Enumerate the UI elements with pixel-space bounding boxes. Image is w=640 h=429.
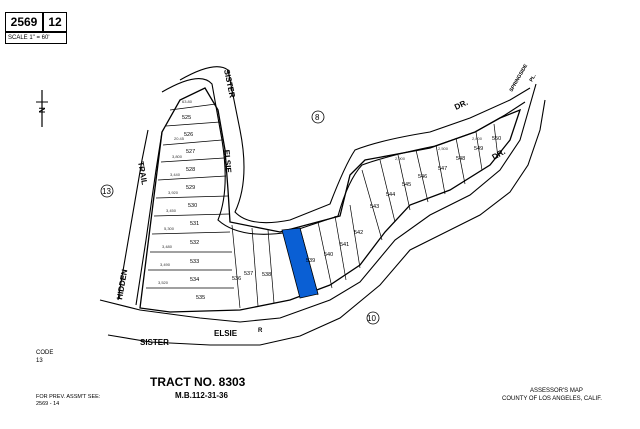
svg-text:5,300: 5,300 — [164, 226, 175, 231]
road-edge-upper — [179, 66, 531, 224]
block-8-label: 8 — [315, 113, 320, 122]
lot-538: 538 — [262, 272, 271, 278]
lot-547: 547 — [438, 166, 447, 172]
svg-text:2,500: 2,500 — [438, 146, 449, 151]
street-sister-top: SISTER — [222, 69, 237, 99]
tract-mb: M.B.112-31-36 — [175, 391, 228, 400]
street-springside-pl: PL. — [529, 73, 538, 83]
lot-531: 531 — [190, 221, 199, 227]
block-13-label: 13 — [102, 187, 111, 196]
svg-text:3,490: 3,490 — [160, 262, 171, 267]
lot-539: 539 — [306, 258, 315, 264]
street-hidden: HIDDEN — [115, 268, 129, 300]
dimension-marks: 63.80 20.45 3,800 3,440 3,920 3,450 5,30… — [158, 99, 483, 285]
prev-assmt-label: FOR PREV. ASSM'T SEE: — [36, 394, 101, 400]
svg-text:3,440: 3,440 — [170, 172, 181, 177]
street-trail: TRAIL — [136, 161, 149, 186]
street-dr-top: DR. — [453, 98, 469, 112]
lot-535: 535 — [196, 295, 205, 301]
lot-532: 532 — [190, 240, 199, 246]
lot-546: 546 — [418, 174, 427, 180]
street-sister-bottom: SISTER — [140, 338, 169, 347]
lot-545: 545 — [402, 182, 411, 188]
svg-text:63.80: 63.80 — [182, 99, 193, 104]
block-8-marker: 8 — [311, 110, 325, 124]
lot-544: 544 — [386, 192, 395, 198]
road-edge-upper-inner — [161, 78, 526, 235]
street-elsie-top: ELSIE — [222, 149, 233, 173]
lot-527: 527 — [186, 149, 195, 155]
highlighted-parcel[interactable] — [281, 227, 319, 299]
lot-lines-left — [146, 103, 234, 289]
code-value: 13 — [36, 358, 43, 364]
lot-543: 543 — [370, 204, 379, 210]
lot-541: 541 — [340, 242, 349, 248]
map-book-number: 2569 — [5, 12, 43, 32]
code-label: CODE — [36, 350, 54, 356]
lot-548: 548 — [456, 156, 465, 162]
block-10-marker: 10 — [366, 311, 380, 325]
lot-533: 533 — [190, 259, 199, 265]
block-10-label: 10 — [367, 314, 376, 323]
svg-text:2,900: 2,900 — [395, 156, 406, 161]
hidden-trail-edge-1 — [117, 129, 149, 301]
lot-537: 537 — [244, 271, 253, 277]
street-dr-right: DR. — [491, 147, 507, 162]
lot-529: 529 — [186, 185, 195, 191]
street-elsie-bottom: ELSIE — [214, 329, 238, 338]
north-arrow-icon: N — [36, 90, 48, 127]
lot-numbers: 525 526 527 528 529 530 531 532 533 534 … — [182, 115, 501, 301]
road-edge-lower — [99, 83, 537, 323]
svg-text:3,520: 3,520 — [158, 280, 169, 285]
county-label: COUNTY OF LOS ANGELES, CALIF. — [502, 396, 602, 402]
lot-530: 530 — [188, 203, 197, 209]
svg-text:20.45: 20.45 — [174, 136, 185, 141]
map-page-number: 12 — [43, 12, 67, 32]
lot-549: 549 — [474, 146, 483, 152]
street-elsie-suffix: R — [258, 328, 263, 334]
block-13-marker: 13 — [100, 184, 114, 198]
lot-536: 536 — [232, 276, 241, 282]
lot-lines-middle — [231, 123, 499, 309]
lot-540: 540 — [324, 252, 333, 258]
north-label: N — [38, 107, 47, 113]
lot-534: 534 — [190, 277, 199, 283]
lot-550: 550 — [492, 136, 501, 142]
lot-542: 542 — [354, 230, 363, 236]
road-edge-lower-outer — [107, 99, 546, 346]
map-scale: SCALE 1" = 60' — [5, 32, 67, 44]
svg-text:2,800: 2,800 — [472, 136, 483, 141]
svg-text:3,450: 3,450 — [166, 208, 177, 213]
prev-assmt-ref: 2569 - 14 — [36, 401, 60, 407]
lot-525: 525 — [182, 115, 191, 121]
street-springside: SPRINGSIDE — [509, 63, 530, 93]
lot-528: 528 — [186, 167, 195, 173]
lot-526: 526 — [184, 132, 193, 138]
assessor-map-label: ASSESSOR'S MAP — [530, 388, 583, 394]
svg-text:3,800: 3,800 — [172, 154, 183, 159]
svg-text:3,480: 3,480 — [162, 244, 173, 249]
svg-text:3,920: 3,920 — [168, 190, 179, 195]
tract-title: TRACT NO. 8303 — [150, 375, 246, 389]
